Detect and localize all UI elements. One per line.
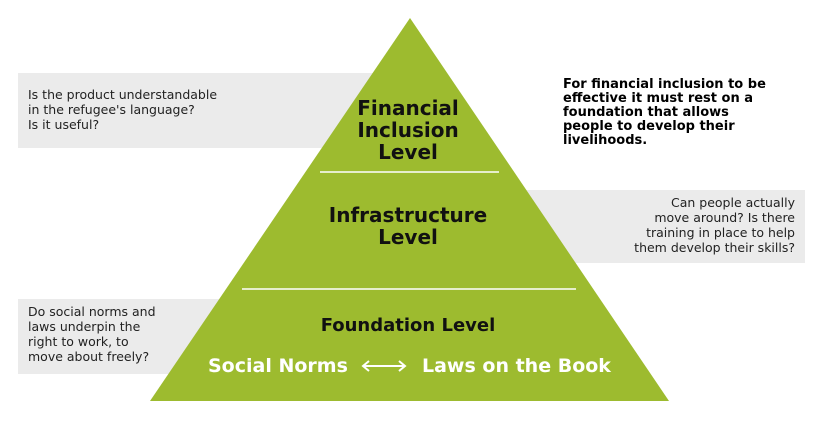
note-line: foundation that allows — [563, 105, 729, 120]
callout-line: Do social norms and — [28, 304, 156, 319]
foundation-components-row: Social Norms Laws on the Book — [200, 353, 620, 381]
pyramid-triangle — [150, 18, 669, 401]
note-line: effective it must rest on a — [563, 91, 754, 106]
level-label-line: Inclusion — [357, 118, 459, 142]
foundation-level-label: Foundation Level — [298, 315, 518, 337]
callout-line: move about freely? — [28, 349, 150, 364]
laws-on-the-book-label: Laws on the Book — [422, 355, 611, 377]
level-label-line: Foundation Level — [320, 315, 496, 336]
note-line: people to develop their — [563, 119, 735, 134]
financial-inclusion-level-label: Financial Inclusion Level — [318, 97, 498, 163]
level-label-line: Level — [378, 140, 438, 164]
double-arrow-icon — [361, 360, 407, 372]
callout-line: Is it useful? — [28, 117, 100, 132]
level-label-line: Level — [378, 225, 438, 249]
callout-line: them develop their skills? — [634, 240, 795, 255]
callout-line: right to work, to — [28, 334, 129, 349]
callout-line: Is the product understandable — [28, 87, 218, 102]
infrastructure-level-label: Infrastructure Level — [303, 204, 513, 248]
level-label-line: Financial — [357, 96, 459, 120]
callout-line: Can people actually — [671, 195, 795, 210]
callout-line: training in place to help — [646, 225, 795, 240]
callout-line: laws underpin the — [28, 319, 141, 334]
level-label-line: Infrastructure — [328, 203, 488, 227]
note-line: livelihoods. — [563, 133, 648, 148]
social-norms-label: Social Norms — [208, 355, 348, 377]
callout-product-questions: Is the product understandable in the ref… — [18, 73, 410, 148]
callout-line: move around? Is there — [654, 210, 795, 225]
callout-line: in the refugee's language? — [28, 102, 195, 117]
financial-inclusion-note: For financial inclusion to be effective … — [563, 78, 813, 148]
note-line: For financial inclusion to be — [563, 77, 766, 92]
